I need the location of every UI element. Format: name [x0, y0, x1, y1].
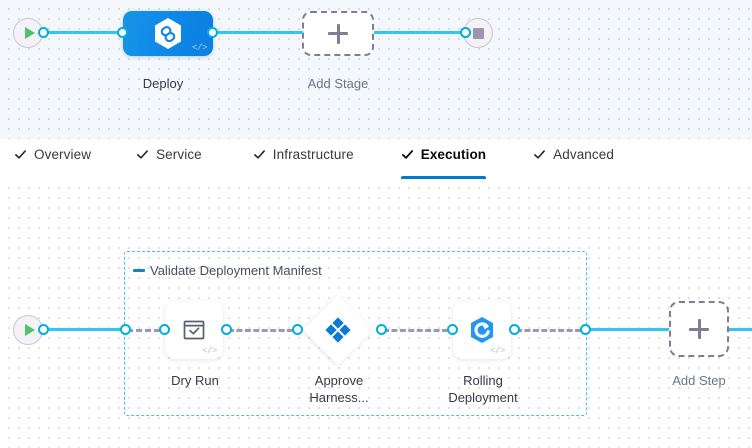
check-icon	[137, 149, 148, 159]
stop-icon	[472, 27, 484, 39]
tab-advanced-label: Advanced	[553, 146, 614, 162]
step-group-out-port[interactable]	[580, 324, 591, 335]
link-groupin-dryrun	[127, 329, 160, 332]
tab-service[interactable]: Service	[136, 139, 202, 179]
step-group-title: Validate Deployment Manifest	[150, 263, 322, 278]
tab-advanced[interactable]: Advanced	[533, 139, 614, 179]
clipboard-check-icon	[183, 320, 205, 340]
rolling-deployment-icon	[471, 317, 493, 343]
tab-execution-label: Execution	[420, 146, 487, 162]
check-icon	[15, 149, 26, 159]
stage-link-add-end	[374, 31, 465, 34]
step-rolling-deployment-label: Rolling Deployment	[448, 373, 518, 405]
tab-infrastructure-label: Infrastructure	[272, 146, 354, 162]
stage-node-deploy[interactable]: </>	[123, 11, 213, 56]
stage-end-port[interactable]	[460, 27, 471, 38]
step-node-rolling-deployment[interactable]: </>	[453, 301, 511, 359]
add-step-label: Add Step	[672, 373, 726, 388]
code-icon: </>	[201, 346, 217, 356]
tab-overview[interactable]: Overview	[14, 139, 91, 179]
check-icon	[401, 149, 413, 159]
check-icon	[253, 149, 265, 159]
add-step-button[interactable]	[669, 301, 729, 357]
step-node-approve-harness[interactable]	[302, 294, 374, 366]
execution-link-add-next	[729, 328, 752, 331]
step-approve-out-port[interactable]	[376, 324, 387, 335]
stage-start-port[interactable]	[38, 27, 49, 38]
add-stage-label: Add Stage	[307, 76, 369, 91]
execution-link-start-group	[44, 328, 126, 331]
play-icon	[24, 27, 35, 39]
harness-cd-hexagon-icon	[155, 18, 181, 49]
step-dry-run-out-port[interactable]	[221, 324, 232, 335]
code-icon: </>	[489, 346, 505, 356]
tab-service-label: Service	[156, 146, 202, 162]
step-dry-run-in-port[interactable]	[159, 324, 170, 335]
tab-execution[interactable]: Execution	[400, 139, 487, 179]
stage-node-label: Deploy	[142, 76, 184, 91]
code-icon: </>	[191, 43, 207, 53]
link-dryrun-approve	[228, 329, 293, 332]
stage-deploy-in-port[interactable]	[117, 27, 128, 38]
minus-icon[interactable]	[133, 269, 145, 272]
stage-tabbar: Overview Service Infrastructure Executio…	[0, 139, 752, 179]
step-node-dry-run[interactable]: </>	[165, 301, 223, 359]
stage-deploy-out-port[interactable]	[207, 27, 218, 38]
tab-infrastructure[interactable]: Infrastructure	[253, 139, 354, 179]
step-group-in-port[interactable]	[120, 324, 131, 335]
execution-link-group-add	[586, 328, 669, 331]
harness-diamond-icon	[325, 317, 351, 343]
execution-steps-canvas[interactable]: Validate Deployment Manifest </> Dry Run	[0, 179, 752, 448]
add-stage-button[interactable]	[302, 11, 374, 56]
step-approve-in-port[interactable]	[292, 324, 303, 335]
step-dry-run-label: Dry Run	[171, 373, 219, 388]
stage-canvas[interactable]: </> Deploy Add Stage	[0, 0, 752, 139]
step-approve-harness-label: Approve Harness...	[309, 373, 369, 405]
link-approve-rolling	[383, 329, 448, 332]
stage-link-deploy-add	[213, 31, 303, 34]
link-rolling-groupout	[516, 329, 581, 332]
step-group-header: Validate Deployment Manifest	[133, 263, 322, 278]
step-rolling-out-port[interactable]	[509, 324, 520, 335]
execution-start-port[interactable]	[38, 324, 49, 335]
plus-icon	[689, 319, 709, 339]
check-icon	[534, 149, 546, 159]
tab-overview-label: Overview	[34, 146, 92, 162]
play-icon	[24, 324, 35, 336]
step-rolling-in-port[interactable]	[447, 324, 458, 335]
plus-icon	[328, 23, 348, 44]
stage-link-start-deploy	[44, 31, 124, 34]
